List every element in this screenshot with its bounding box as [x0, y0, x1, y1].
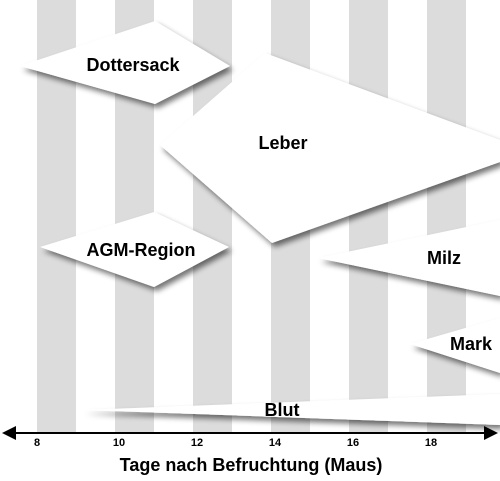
mark-label: Mark	[450, 334, 493, 354]
region-blut: Blut	[82, 394, 500, 425]
leber-label: Leber	[258, 133, 307, 153]
axis-tick-label: 18	[425, 437, 437, 449]
blut-label: Blut	[265, 400, 300, 420]
axis-title: Tage nach Befruchtung (Maus)	[120, 455, 383, 475]
axis-arrow-left	[2, 426, 16, 440]
day-stripe	[349, 0, 388, 433]
axis-tick-label: 10	[113, 437, 125, 449]
axis-arrow-right	[484, 426, 498, 440]
region-leber: Leber	[160, 53, 500, 243]
dottersack-label: Dottersack	[86, 55, 180, 75]
mark-shape	[410, 318, 500, 373]
region-mark: Mark	[410, 318, 500, 373]
day-stripe	[427, 0, 466, 433]
agm-shape	[40, 212, 229, 287]
milz-label: Milz	[427, 248, 461, 268]
axis-tick-label: 16	[347, 437, 359, 449]
axis-tick-label: 14	[269, 437, 282, 449]
dottersack-shape	[20, 21, 230, 104]
agm-label: AGM-Region	[87, 240, 196, 260]
axis-tick-label: 12	[191, 437, 203, 449]
region-dottersack: Dottersack	[20, 21, 230, 104]
region-agm: AGM-Region	[40, 212, 229, 287]
region-milz: Milz	[318, 220, 500, 296]
axis-tick-label: 8	[34, 437, 40, 449]
leber-shape	[160, 53, 500, 243]
milz-shape	[318, 220, 500, 296]
blut-shape	[82, 394, 500, 425]
x-axis: 8 10 12 14 16 18 Tage nach Befruchtung (Maus)	[2, 426, 498, 475]
